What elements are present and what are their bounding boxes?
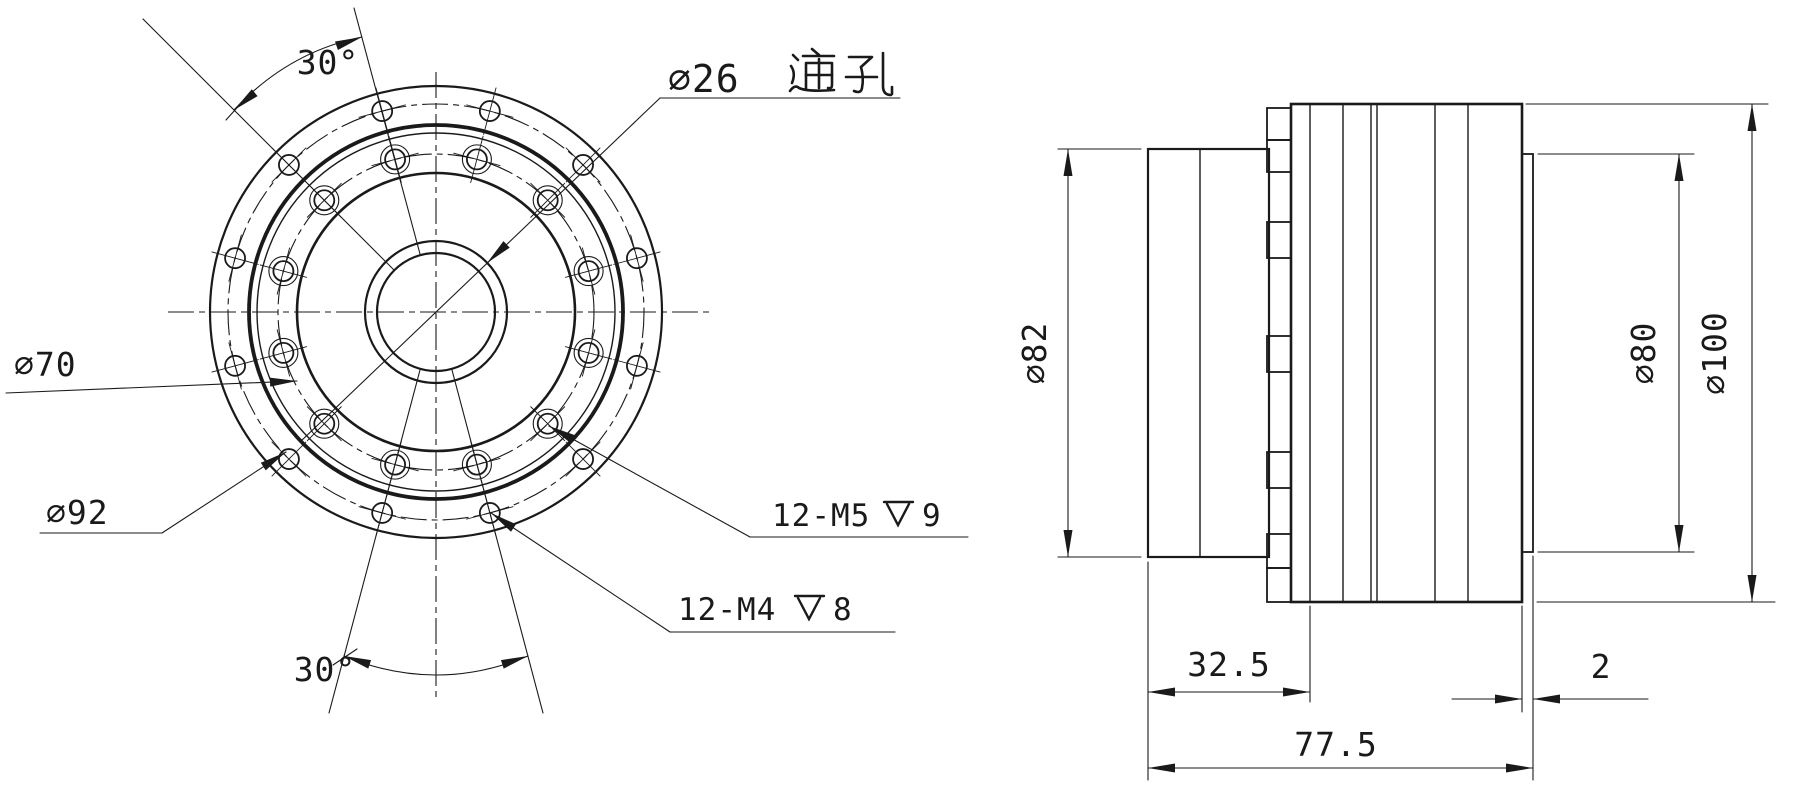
dimension-arrowheads <box>234 37 1757 773</box>
bore-diameter-label: ⌀26 <box>668 57 740 101</box>
leader-lines <box>5 97 969 633</box>
bore-leader <box>299 97 661 443</box>
cjk-char-kong <box>844 51 894 97</box>
angle-top-label: 30° <box>297 43 360 82</box>
dim-32-5: 32.5 <box>1147 561 1311 781</box>
depth-symbol-icon <box>793 594 826 622</box>
depth-symbol-icon <box>882 500 915 528</box>
m5-thread-label: 12-M5 <box>772 498 870 534</box>
len-2-label: 2 <box>1591 647 1612 686</box>
len-77-5-label: 77.5 <box>1294 725 1377 764</box>
m4-leader <box>490 512 671 633</box>
dia92-label: ⌀92 <box>46 493 109 532</box>
dia100-label: ⌀100 <box>1695 311 1734 394</box>
m4-thread-label: 12-M4 <box>678 592 776 628</box>
m4-depth-value: 8 <box>833 592 853 628</box>
angle-dimension-lines <box>142 7 544 714</box>
through-hole-note <box>788 47 894 97</box>
dia70-label: ⌀70 <box>14 345 77 384</box>
m4-callout: 12-M4 8 <box>678 592 853 628</box>
angle-bottom-label: 30° <box>294 650 357 689</box>
output-lip-outline <box>1521 153 1534 553</box>
dim-dia100: ⌀100 <box>1525 103 1776 603</box>
left-cylinder-outline <box>1146 147 1271 559</box>
m5-depth-value: 9 <box>922 498 942 534</box>
dim-dia82: ⌀82 <box>1015 148 1142 558</box>
side-view: ⌀82 ⌀80 ⌀100 32.5 2 <box>1015 102 1776 781</box>
cjk-char-tong <box>788 47 836 93</box>
bolt-heads-section <box>1266 107 1292 603</box>
dia80-label: ⌀80 <box>1624 322 1663 385</box>
m5-callout: 12-M5 9 <box>772 498 942 534</box>
main-body-outline <box>1289 102 1524 604</box>
front-view: 30° 30° ⌀26 ⌀70 ⌀92 12-M5 <box>5 7 969 714</box>
len-32-5-label: 32.5 <box>1187 645 1270 684</box>
main-body-section-lines <box>1309 103 1469 603</box>
dia70-leader <box>5 380 298 394</box>
dia82-label: ⌀82 <box>1015 322 1054 385</box>
dim-77-5: 77.5 <box>1147 725 1534 769</box>
m5-leader <box>548 425 751 538</box>
dim-dia80: ⌀80 <box>1537 153 1695 553</box>
dim-2: 2 <box>1451 555 1649 781</box>
